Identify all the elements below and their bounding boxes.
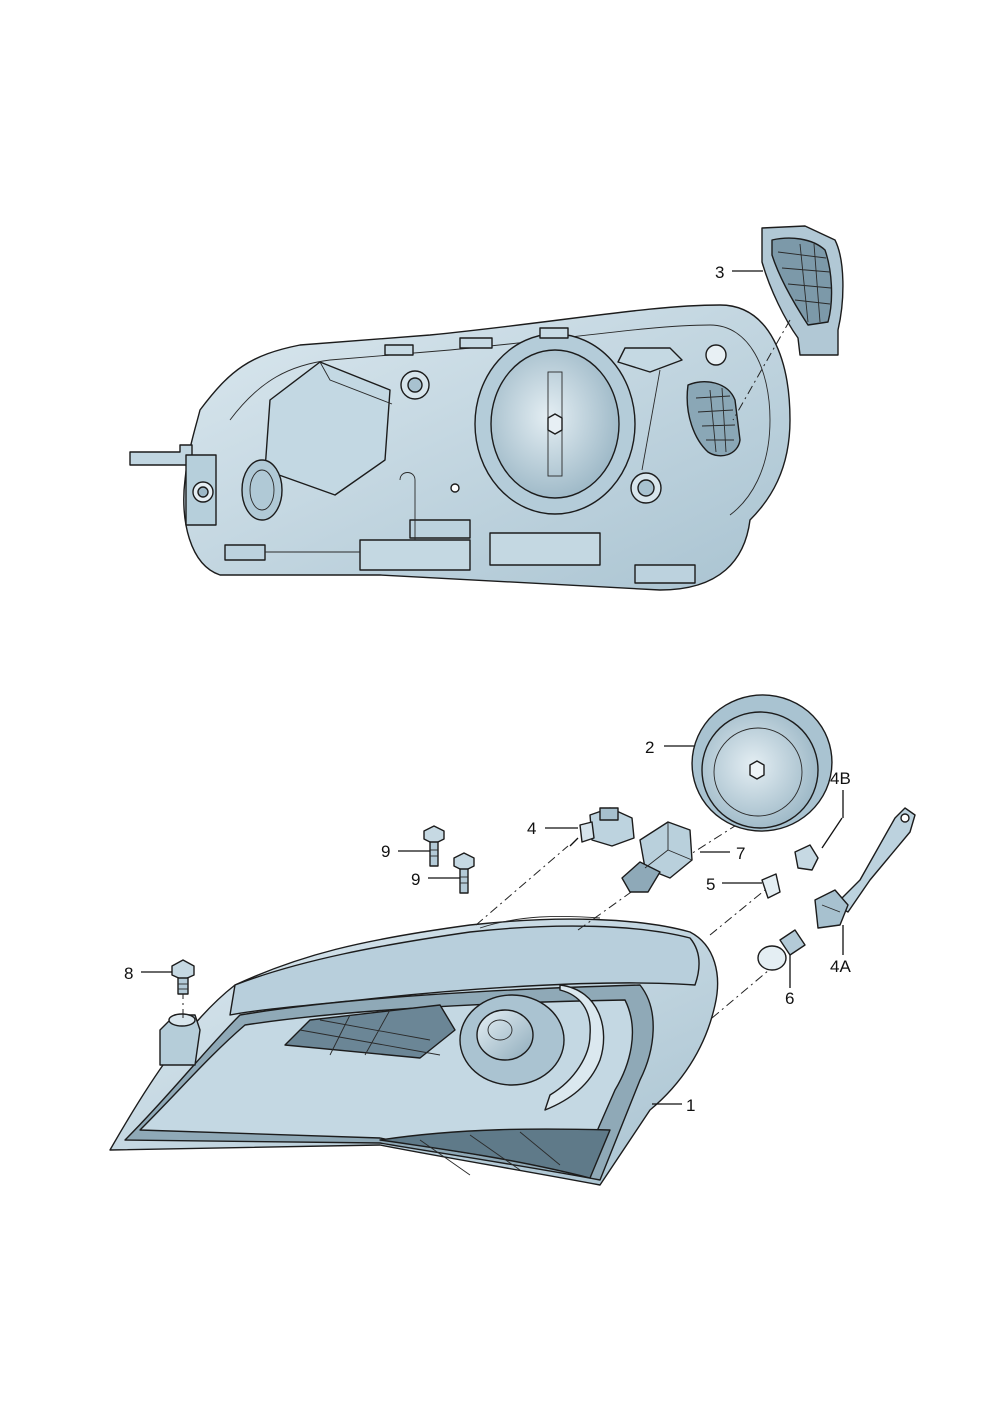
part-3-cover-grille <box>732 225 844 421</box>
callout-leaders <box>141 270 844 1105</box>
callout-1: 1 <box>686 1096 695 1115</box>
part-8-screw <box>171 959 195 995</box>
callout-4a: 4A <box>830 957 851 976</box>
callout-5: 5 <box>706 875 715 894</box>
callout-3: 3 <box>715 263 724 282</box>
callout-4: 4 <box>527 819 536 838</box>
part-4-actuator <box>569 807 635 847</box>
part-5-small-bulb <box>761 873 781 899</box>
part-9-screw-upper <box>423 825 445 867</box>
part-1-headlight-assembly <box>109 915 719 1186</box>
part-9-screw-lower <box>453 852 475 894</box>
part-7-bulb-holder <box>621 821 693 893</box>
callout-7: 7 <box>736 844 745 863</box>
callout-9-upper: 9 <box>381 842 390 861</box>
part-2-dust-cap <box>691 694 833 832</box>
headlight-housing-rear-view <box>129 304 791 591</box>
part-4a-socket-bracket <box>814 807 916 929</box>
part-6-round-bulb <box>757 929 806 971</box>
callout-8: 8 <box>124 964 133 983</box>
callout-2: 2 <box>645 738 654 757</box>
part-4b-wedge-bulb <box>794 817 843 871</box>
callout-9-lower: 9 <box>411 870 420 889</box>
callout-6: 6 <box>785 989 794 1008</box>
callout-4b: 4B <box>830 769 851 788</box>
